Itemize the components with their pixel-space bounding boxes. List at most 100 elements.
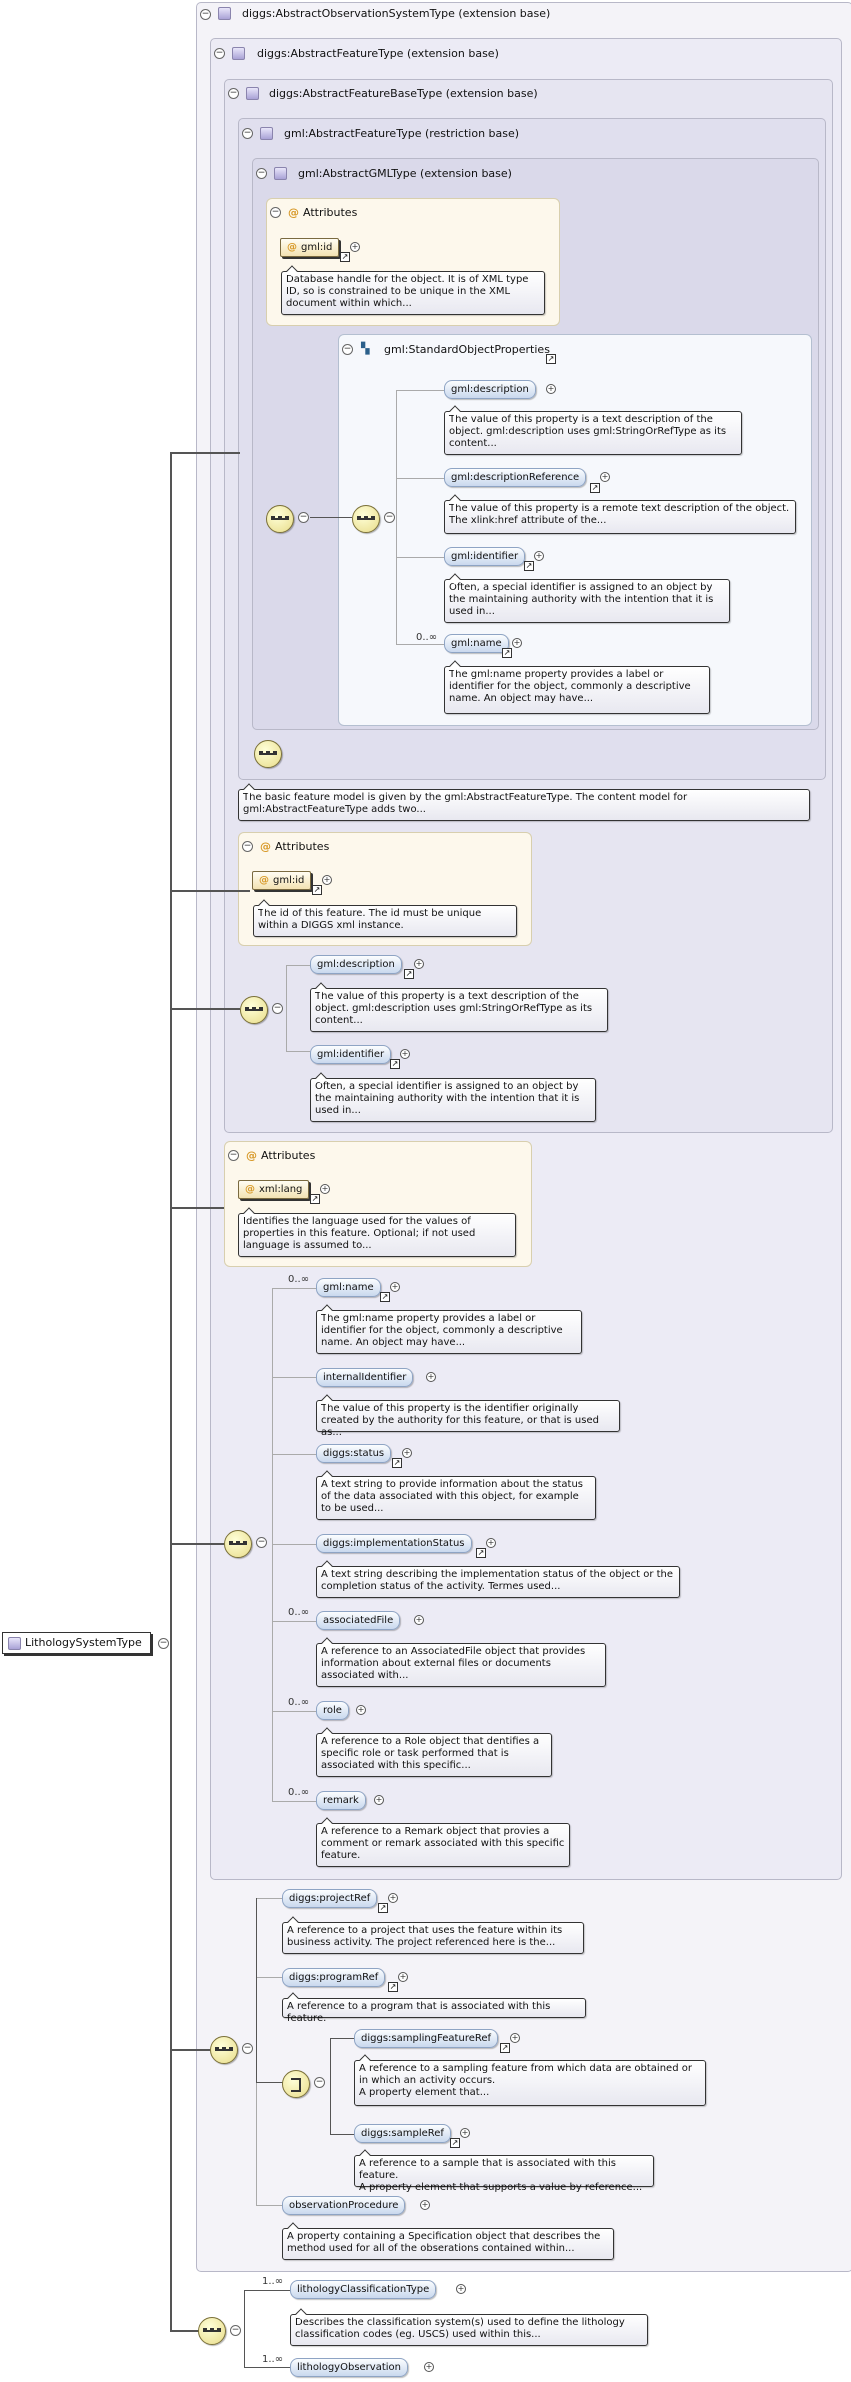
collapse-toggle[interactable]: − [256,1537,267,1548]
element-gml-name[interactable]: gml:name [444,634,509,653]
link-icon[interactable]: ↗ [546,354,556,364]
link-icon[interactable]: ↗ [312,885,322,895]
link-icon[interactable]: ↗ [378,1903,388,1913]
cardinality: 0..∞ [288,1607,310,1618]
connector[interactable] [272,1288,316,1289]
link-icon[interactable]: ↗ [380,1292,390,1302]
collapse-toggle[interactable]: − [272,1003,283,1014]
element-diggs-sampling-feature-ref[interactable]: diggs:samplingFeatureRef [354,2029,499,2048]
expand-icon[interactable]: + [534,551,544,561]
element-gml-description[interactable]: gml:description [310,955,402,974]
expand-icon[interactable]: + [398,1972,408,1982]
collapse-toggle[interactable]: − [200,9,211,20]
element-role[interactable]: role [316,1701,349,1720]
collapse-toggle[interactable]: − [242,841,253,852]
collapse-toggle[interactable]: − [214,48,225,59]
connector [286,1051,310,1052]
connector [272,1621,316,1622]
connector [256,1977,282,1978]
expand-icon[interactable]: + [390,1282,400,1292]
element-diggs-program-ref[interactable]: diggs:programRef [282,1968,386,1987]
element-gml-identifier[interactable]: gml:identifier [444,547,526,566]
collapse-toggle[interactable]: − [230,2325,241,2336]
collapse-toggle[interactable]: − [256,168,267,179]
expand-icon[interactable]: + [486,1538,496,1548]
element-diggs-implementation-status[interactable]: diggs:implementationStatus [316,1534,472,1553]
expand-icon[interactable]: + [414,959,424,969]
collapse-toggle[interactable]: − [228,88,239,99]
expand-icon[interactable]: + [414,1615,424,1625]
complex-type-icon [218,7,231,20]
connector [272,1711,316,1712]
expand-icon[interactable]: + [374,1795,384,1805]
element-gml-name[interactable]: gml:name [316,1278,381,1297]
link-icon[interactable]: ↗ [404,969,414,979]
collapse-toggle[interactable]: − [270,207,281,218]
complex-type-icon [8,1637,21,1650]
expand-icon[interactable]: + [350,242,360,252]
expand-icon[interactable]: + [420,2200,430,2210]
connector [272,1454,316,1455]
link-icon[interactable]: ↗ [450,2138,460,2148]
connector [244,2367,290,2368]
element-observation-procedure[interactable]: observationProcedure [282,2196,406,2215]
documentation-note: The id of this feature. The id must be u… [253,905,517,937]
expand-icon[interactable]: + [322,875,332,885]
expand-icon[interactable]: + [388,1893,398,1903]
element-gml-description-reference[interactable]: gml:descriptionReference [444,468,587,487]
documentation-note: A text string to provide information abo… [316,1476,596,1520]
link-icon[interactable]: ↗ [340,252,350,262]
collapse-toggle[interactable]: − [228,1150,239,1161]
expand-icon[interactable]: + [456,2284,466,2294]
expand-icon[interactable]: + [320,1184,330,1194]
expand-icon[interactable]: + [400,1049,410,1059]
root-complex-type[interactable]: LithologySystemType [2,1632,151,1654]
link-icon[interactable]: ↗ [502,648,512,658]
expand-icon[interactable]: + [600,472,610,482]
complex-type-icon [246,87,259,100]
collapse-toggle[interactable]: − [342,344,353,355]
expand-icon[interactable]: + [460,2128,470,2138]
element-diggs-project-ref[interactable]: diggs:projectRef [282,1889,378,1908]
cardinality: 0..∞ [288,1274,310,1285]
link-icon[interactable]: ↗ [476,1548,486,1558]
collapse-toggle[interactable]: − [298,512,309,523]
doc-line: A property element that... [359,2087,490,2098]
collapse-toggle[interactable]: − [242,128,253,139]
attribute-gml-id[interactable]: @gml:id [280,238,340,257]
element-lithology-classification-type[interactable]: lithologyClassificationType [290,2280,437,2299]
expand-icon[interactable]: + [512,638,522,648]
collapse-toggle[interactable]: − [158,1638,169,1649]
collapse-toggle[interactable]: − [242,2043,253,2054]
expand-icon[interactable]: + [356,1705,366,1715]
attribute-gml-id[interactable]: @gml:id [252,871,312,890]
element-diggs-status[interactable]: diggs:status [316,1444,392,1463]
attribute-xml-lang[interactable]: @xml:lang [238,1180,310,1199]
collapse-toggle[interactable]: − [314,2077,325,2088]
element-gml-identifier[interactable]: gml:identifier [310,1045,392,1064]
expand-icon[interactable]: + [426,1372,436,1382]
connector [256,1898,282,1899]
expand-icon[interactable]: + [402,1448,412,1458]
connector [310,517,352,518]
link-icon[interactable]: ↗ [390,1059,400,1069]
link-icon[interactable]: ↗ [500,2043,510,2053]
expand-icon[interactable]: + [424,2362,434,2372]
link-icon[interactable]: ↗ [392,1458,402,1468]
choice-icon [282,2070,310,2098]
expand-icon[interactable]: + [510,2033,520,2043]
element-diggs-sample-ref[interactable]: diggs:sampleRef [354,2124,451,2143]
element-lithology-observation[interactable]: lithologyObservation [290,2358,408,2377]
link-icon[interactable]: ↗ [590,483,600,493]
collapse-toggle[interactable]: − [384,512,395,523]
link-icon[interactable]: ↗ [524,561,534,571]
expand-icon[interactable]: + [546,384,556,394]
element-remark[interactable]: remark [316,1791,366,1810]
connector [170,452,172,2332]
link-icon[interactable]: ↗ [388,1982,398,1992]
element-associated-file[interactable]: associatedFile [316,1611,401,1630]
element-internal-identifier[interactable]: internalIdentifier [316,1368,414,1387]
element-gml-description[interactable]: gml:description [444,380,536,399]
link-icon[interactable]: ↗ [310,1194,320,1204]
connector [256,2205,282,2206]
